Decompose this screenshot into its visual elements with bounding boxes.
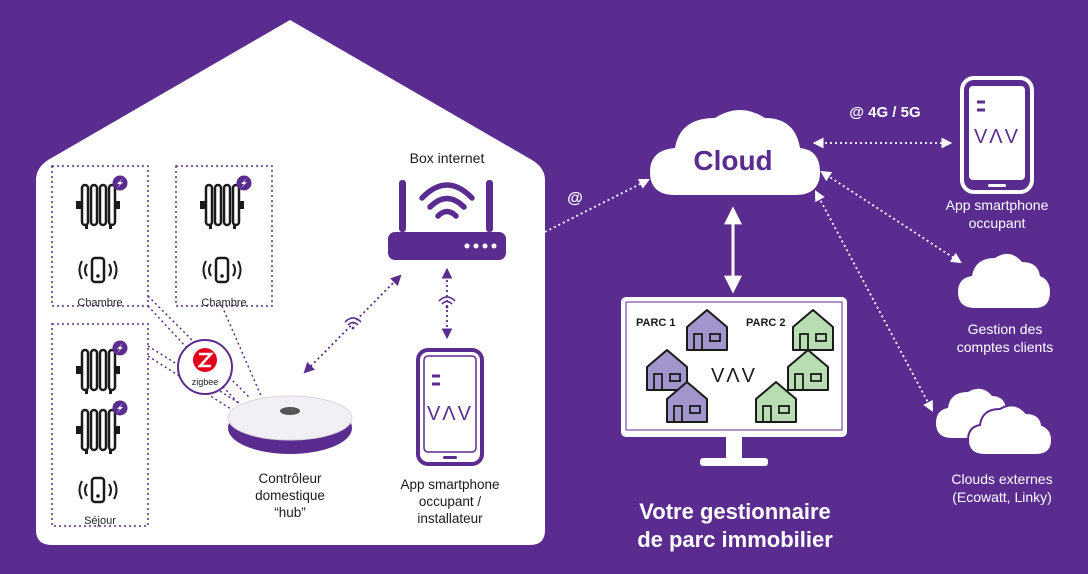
zigbee-badge: zigbee	[177, 339, 233, 395]
cloud-label: Cloud	[693, 145, 772, 176]
box-internet-label: Box internet	[409, 150, 485, 166]
house-cloud-link	[544, 179, 650, 233]
room-label: Chambre	[201, 297, 247, 309]
hub-device	[227, 395, 353, 454]
room-label: Séjour	[84, 515, 116, 527]
cloud-ext-link	[814, 190, 934, 412]
brand-logo: VΛV	[427, 403, 473, 425]
room-box-2	[175, 165, 273, 307]
parc1-label: PARC 1	[636, 317, 676, 329]
smartphone-icon	[416, 348, 484, 466]
at-label: @	[567, 190, 583, 207]
cloud-icon	[958, 253, 1050, 308]
room-box-1	[51, 165, 149, 307]
cloud-icon	[936, 388, 1054, 456]
cloud-icon	[650, 110, 820, 195]
brand-logo: VΛV	[711, 365, 757, 387]
room-box-3	[51, 323, 149, 527]
zigbee-label: zigbee	[192, 377, 219, 387]
brand-logo: VΛV	[974, 126, 1020, 148]
house-shape	[36, 20, 545, 545]
parc2-label: PARC 2	[746, 317, 786, 329]
smartphone-icon	[960, 76, 1034, 194]
network-label: @ 4G / 5G	[849, 104, 921, 121]
router-icon	[388, 180, 506, 260]
clouds-ext-label: Clouds externes(Ecowatt, Linky)	[951, 471, 1053, 505]
room-label: Chambre	[77, 297, 123, 309]
